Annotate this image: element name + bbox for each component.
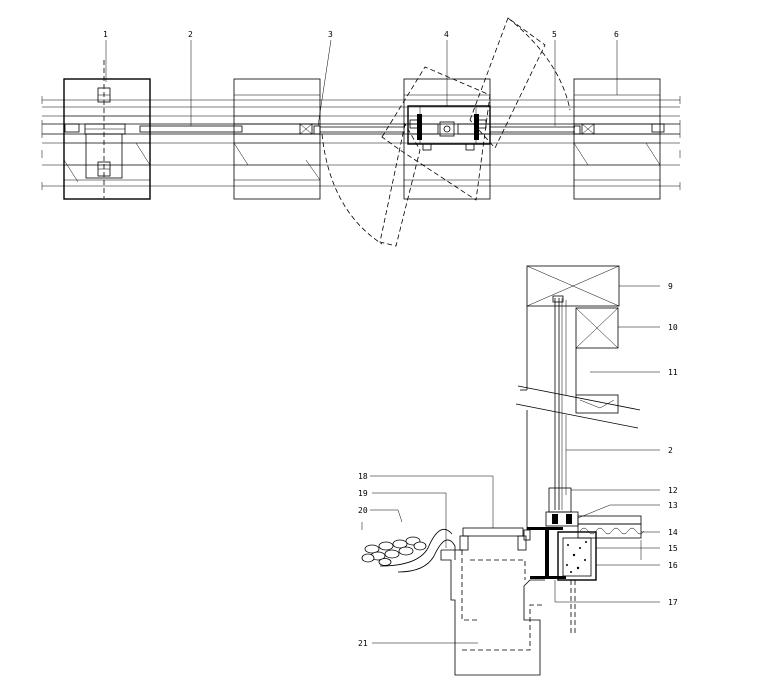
plan-column-1: [63, 60, 151, 200]
section-label-19: 19: [358, 489, 368, 498]
plan-sash-2: [64, 123, 243, 133]
plan-view: 1 2 3 4 5 6: [41, 17, 681, 247]
section-label-14: 14: [668, 528, 678, 537]
section-label-12: 12: [668, 486, 678, 495]
section-floor: [577, 515, 645, 560]
section-label-10: 10: [668, 323, 678, 332]
section-label-16: 16: [668, 561, 678, 570]
section-label-11: 11: [668, 368, 678, 377]
section-label-20: 20: [358, 506, 368, 515]
plan-column-2: [233, 78, 321, 200]
plan-label-5: 5: [552, 30, 557, 39]
section-label-2: 2: [668, 446, 673, 455]
section-glass: [552, 295, 567, 510]
section-label-15: 15: [668, 544, 678, 553]
section-leaders: [361, 285, 660, 644]
section-block-10: [575, 307, 619, 349]
section-label-13: 13: [668, 501, 678, 510]
plan-label-1: 1: [103, 30, 108, 39]
plan-leaders: [105, 39, 618, 127]
plan-label-6: 6: [614, 30, 619, 39]
section-beam-9: [526, 265, 620, 307]
plan-label-3: 3: [328, 30, 333, 39]
plan-column-6: [573, 78, 665, 200]
section-label-17: 17: [668, 598, 678, 607]
plan-label-2: 2: [188, 30, 193, 39]
plan-label-4: 4: [444, 30, 449, 39]
section-view: 9 10 11 2 12 13 14 15 16 17 18 19 20 21: [358, 265, 678, 676]
section-base-21: [440, 549, 545, 676]
section-label-9: 9: [668, 282, 673, 291]
section-label-21: 21: [358, 639, 368, 648]
section-label-18: 18: [358, 472, 368, 481]
section-channel-18: [459, 527, 527, 551]
section-concrete: [557, 531, 597, 581]
section-steel-channel: [523, 527, 566, 579]
section-gravel-20: [361, 536, 427, 566]
